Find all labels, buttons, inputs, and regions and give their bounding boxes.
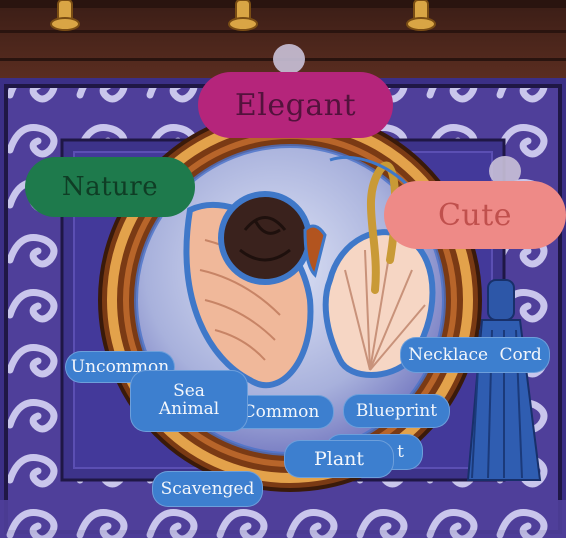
scavenged-tag-label: Scavenged bbox=[160, 479, 255, 499]
tag-anchor-dot-top bbox=[273, 44, 305, 74]
plant-tag-label: Plant bbox=[313, 448, 365, 470]
elegant-tag[interactable]: Elegant bbox=[198, 72, 393, 138]
elegant-tag-label: Elegant bbox=[234, 87, 357, 123]
common-tag-label: Common bbox=[242, 402, 320, 422]
sea-animal-tag-line2: Animal bbox=[158, 399, 220, 419]
scavenged-tag[interactable]: Scavenged bbox=[152, 471, 263, 507]
hidden-tag-fragment-label: t bbox=[397, 442, 404, 462]
cute-tag[interactable]: Cute bbox=[384, 181, 566, 249]
sea-animal-tag-line1: Sea bbox=[173, 381, 205, 402]
necklace-cord-tag-label: Necklace Cord bbox=[408, 345, 542, 365]
plant-tag[interactable]: Plant bbox=[284, 440, 394, 478]
nature-tag-label: Nature bbox=[61, 172, 159, 202]
blueprint-tag-label: Blueprint bbox=[355, 401, 438, 421]
blueprint-tag[interactable]: Blueprint bbox=[343, 394, 450, 428]
necklace-cord-tag[interactable]: Necklace Cord bbox=[400, 337, 550, 373]
cute-tag-label: Cute bbox=[437, 197, 513, 233]
sea-animal-tag[interactable]: Sea Animal bbox=[130, 370, 248, 432]
nature-tag[interactable]: Nature bbox=[25, 157, 195, 217]
